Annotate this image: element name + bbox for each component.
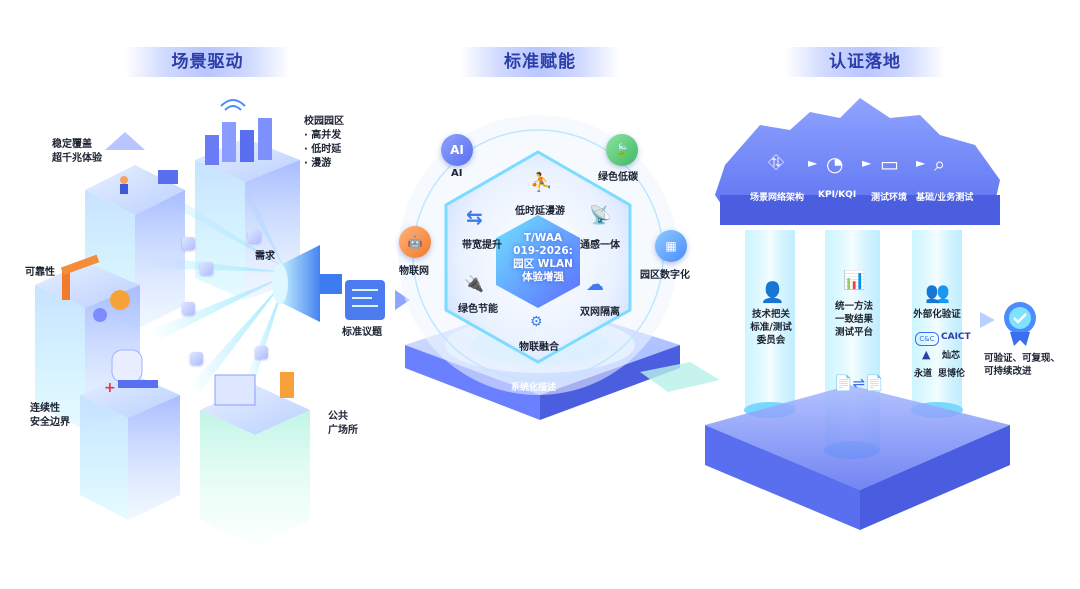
eco-plug-icon: 🔌 [464, 274, 484, 293]
document-icon [345, 280, 385, 320]
org-caict: CAICT [941, 332, 971, 342]
arrow-icon: ► [808, 156, 818, 170]
platform-label: 系统化描述 [511, 383, 557, 393]
label-ai: AI [451, 168, 463, 179]
hex-item-green: 绿色节能 [458, 304, 498, 315]
section-banner-scene: 场景驱动 [125, 47, 290, 77]
iot-robot-icon: 🤖 [399, 226, 431, 258]
doc-compare-icon: 📄⇌📄 [834, 374, 884, 392]
sensing-antenna-icon: 📡 [589, 205, 612, 226]
arrow-icon: ► [916, 156, 926, 170]
data-chip-icon [248, 230, 261, 243]
org-logo-triangle: ▲ [922, 348, 931, 361]
section-banner-cert: 认证落地 [785, 47, 945, 77]
label-campus: 校园园区 · 高并发 · 低时延 · 漫游 [304, 116, 344, 169]
org-spirent: 思博伦 [938, 369, 966, 379]
svg-text:+: + [104, 380, 116, 396]
magnifier-check-icon: ⌕ [934, 152, 946, 176]
hex-item-dual-net: 双网隔离 [580, 307, 620, 318]
building-icon: ▦ [655, 230, 687, 262]
ai-icon: AI [441, 134, 473, 166]
team-icon: 👥 [925, 280, 950, 304]
hex-item-bandwidth: 带宽提升 [462, 240, 502, 251]
label-standard-topic: 标准议题 [342, 327, 382, 338]
label-campus-digital: 园区数字化 [640, 270, 690, 281]
label-green-low-carbon: 绿色低碳 [598, 172, 638, 183]
bandwidth-arrows-icon: ⇆ [466, 205, 483, 229]
network-tree-icon: ⛗ [768, 150, 784, 174]
label-stable-coverage: 稳定覆盖 超千兆体验 [52, 139, 102, 164]
org-logo-cnc: C&C [915, 332, 939, 346]
pillar-middle-text: 统一方法 一致结果 测试平台 [834, 301, 873, 338]
cloud-shield-icon: ☁ [586, 274, 604, 295]
public-building [200, 372, 310, 545]
label-reliability: 可靠性 [25, 267, 55, 278]
pillar-right-title: 外部化验证 [913, 309, 961, 320]
data-chip-icon [182, 302, 195, 315]
hex-item-perception: 通感一体 [580, 240, 620, 251]
roaming-icon: ⛹ [530, 172, 553, 193]
chart-doc-icon: 📊 [843, 270, 866, 291]
label-demand: 需求 [255, 251, 275, 262]
org-yongdao: 永道 [914, 369, 933, 379]
iot-node-icon: ⚙ [530, 314, 543, 330]
pillar-right [912, 230, 962, 410]
gauge-icon: ◔ [826, 152, 844, 176]
hex-item-low-latency: 低时延漫游 [515, 206, 565, 217]
monitor-chart-icon: ▭ [880, 152, 899, 176]
data-chip-icon [200, 262, 213, 275]
cert-step-service-test: 基础/业务测试 [916, 193, 974, 203]
leaf-icon: 🍃 [606, 134, 638, 166]
pillar-left [745, 230, 795, 410]
cert-step-kpi: KPI/KQI [818, 190, 857, 200]
pillar-left-text: 技术把关 标准/测试 委员会 [750, 309, 792, 346]
label-public-space: 公共 广场所 [328, 411, 358, 436]
arrow-icon: ► [862, 156, 872, 170]
label-iot: 物联网 [399, 266, 429, 277]
org-canxin: 灿芯 [942, 351, 961, 361]
cert-step-architecture: 场景网络架构 [750, 193, 805, 203]
result-text: 可验证、可复现、 可持续改进 [984, 353, 1061, 377]
data-chip-icon [190, 352, 203, 365]
funnel [272, 245, 342, 322]
certified-badge-icon [1004, 302, 1036, 346]
hospital-building: + [80, 349, 180, 520]
cert-roof [715, 98, 1000, 225]
label-security: 连续性 安全边界 [30, 403, 70, 428]
standard-id-text: T/WAA 019-2026: 园区 WLAN 体验增强 [513, 232, 573, 283]
hex-item-iot-fusion: 物联融合 [519, 342, 559, 353]
cert-base [705, 385, 1010, 530]
section-banner-standard: 标准赋能 [460, 47, 620, 77]
cert-step-test-env: 测试环境 [871, 193, 908, 203]
data-chip-icon [182, 237, 195, 250]
data-chip-icon [255, 346, 268, 359]
user-check-icon: 👤 [760, 280, 785, 304]
